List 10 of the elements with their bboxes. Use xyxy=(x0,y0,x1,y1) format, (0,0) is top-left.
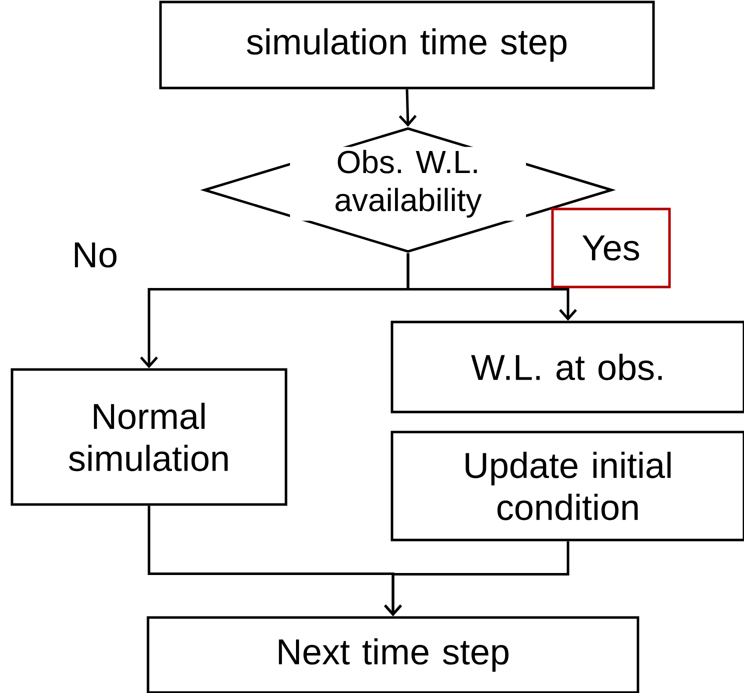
branch-label: No xyxy=(74,242,116,268)
process-box: simulation time step xyxy=(159,0,655,90)
arrow xyxy=(384,541,570,616)
process-box: W.L. at obs. xyxy=(390,320,744,414)
arrow xyxy=(398,89,417,127)
process-box: Update initial condition xyxy=(390,430,744,542)
process-box: Normal simulation xyxy=(10,368,288,506)
arrow xyxy=(406,253,577,321)
answer-box: Yes xyxy=(551,208,671,288)
process-box: Next time step xyxy=(146,616,640,693)
